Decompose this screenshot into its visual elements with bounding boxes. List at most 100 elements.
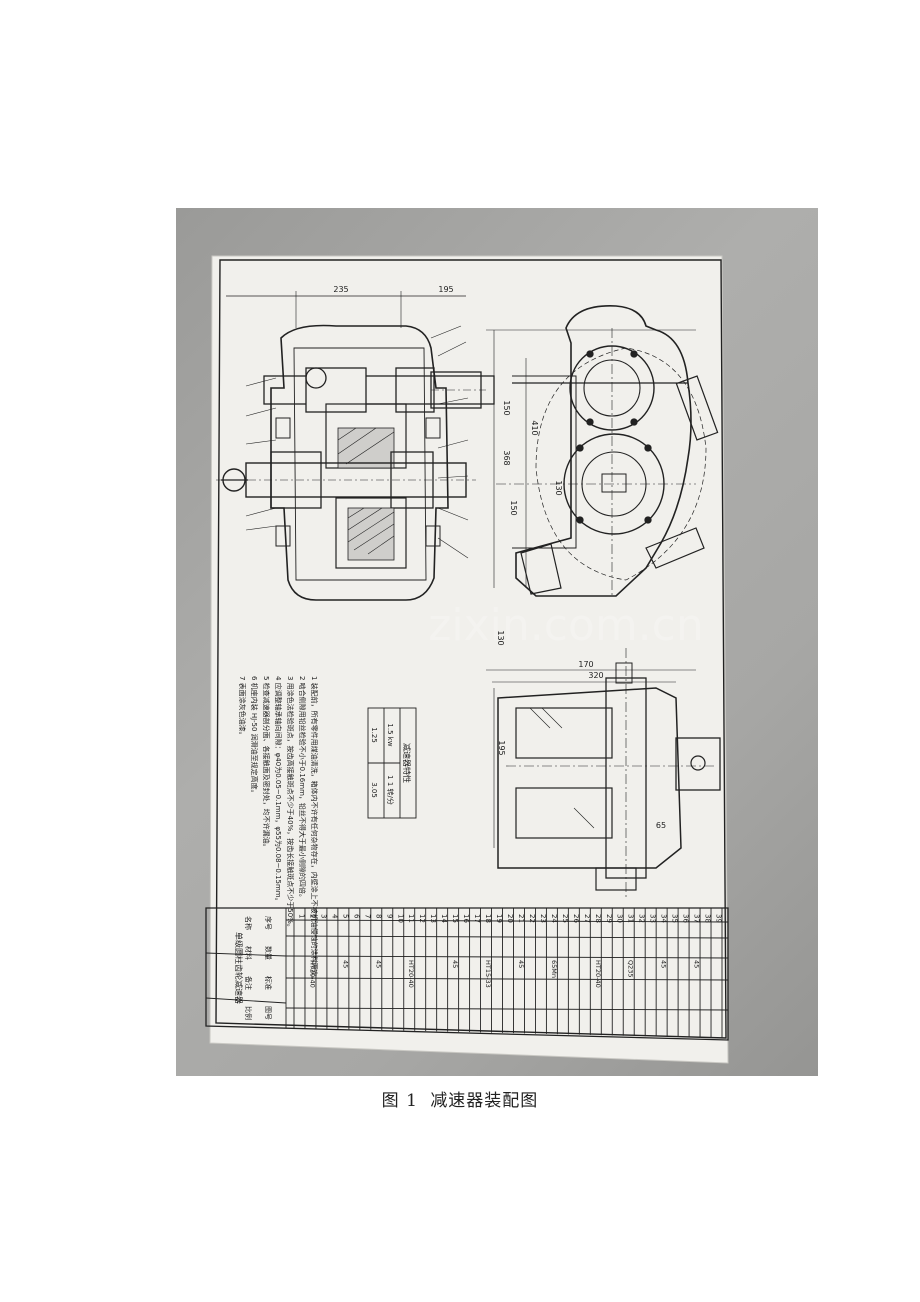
- part-number: 33: [649, 914, 657, 923]
- note-line: 6 机座内装 HJ-50 润滑油至规定高度。: [250, 676, 259, 797]
- part-number: 25: [561, 914, 569, 923]
- title-block-label: 序号: [264, 916, 273, 930]
- note-line: 5 检查减速器剖分面、各接触面及密封处，均不许漏油。: [262, 676, 271, 851]
- part-number: 24: [550, 914, 558, 923]
- part-material: HT15-33: [484, 960, 492, 988]
- part-number: 36: [682, 914, 690, 923]
- dimension-label: 195: [438, 285, 453, 294]
- dimension-label: 130: [496, 630, 505, 645]
- part-number: 37: [693, 914, 701, 923]
- part-number: 35: [671, 914, 679, 923]
- part-number: 39: [715, 914, 723, 923]
- part-number: 3: [319, 914, 327, 918]
- part-number: 34: [660, 914, 668, 923]
- parts-row-line: [285, 1007, 729, 1011]
- tech-table-cell: 1 1 转/分: [386, 775, 395, 805]
- note-line: 1 装配前，所有零件用煤油清洗，箱体内不许有任何杂物存在，内壁涂上不被机油侵蚀的…: [310, 676, 319, 984]
- note-line: 2 啮合侧隙用铅丝检验不小于0.16mm，铅丝不得大于最小侧隙的四倍。: [298, 676, 307, 901]
- caption-number: 图 1: [381, 1091, 418, 1111]
- tech-table-cell: 1.25: [370, 727, 378, 743]
- note-line: 4 应调整轴承轴向间隙：φ40为0.05~0.1mm，φ55为0.08~0.15…: [274, 676, 283, 905]
- part-number: 38: [704, 914, 712, 923]
- part-number: 17: [473, 914, 481, 923]
- part-number: 29: [605, 914, 613, 923]
- part-number: 26: [572, 914, 580, 923]
- title-block-label: 备注: [244, 976, 253, 990]
- part-material: 45: [693, 960, 701, 968]
- part-number: 7: [363, 914, 371, 918]
- dimension-label: 195: [497, 740, 506, 755]
- part-number: 18: [484, 914, 492, 923]
- part-number: 28: [594, 914, 602, 923]
- part-number: 22: [528, 914, 536, 923]
- part-number: 11: [407, 914, 415, 923]
- title-block-label: 标准: [264, 976, 273, 990]
- part-number: 30: [616, 914, 624, 923]
- figure-caption: 图 1 减速器装配图: [0, 1086, 920, 1111]
- side-view: [486, 648, 721, 898]
- part-number: 14: [440, 914, 448, 923]
- part-material: Q235: [627, 960, 635, 978]
- parts-row-lines: [285, 919, 729, 1011]
- drawing-border: [215, 259, 727, 1039]
- part-material: 45: [660, 960, 668, 968]
- part-number: 16: [462, 914, 470, 923]
- part-number: 27: [583, 914, 591, 923]
- title-block-label: 图号: [264, 1006, 272, 1020]
- dimension-label: 320: [588, 671, 603, 680]
- part-number: 5: [341, 914, 349, 918]
- technical-notes: 1 装配前，所有零件用煤油清洗，箱体内不许有任何杂物存在，内壁涂上不被机油侵蚀的…: [238, 676, 319, 984]
- part-number: 19: [495, 914, 503, 923]
- note-line: 7 表面涂灰色油漆。: [238, 676, 247, 739]
- part-material: 65Mn: [550, 960, 558, 978]
- parts-grid: [293, 908, 723, 1038]
- tech-table-cell: 3.05: [370, 782, 378, 798]
- dimension-label: 170: [578, 660, 593, 669]
- title-block-label: 比例: [244, 1006, 253, 1020]
- dimension-label: 150: [502, 400, 511, 415]
- part-material: 45: [517, 960, 525, 968]
- part-number: 23: [539, 914, 547, 923]
- part-number: 9: [385, 914, 393, 918]
- tech-table-cell: 1.5 kw: [386, 723, 394, 746]
- parts-row-line: [285, 919, 729, 923]
- note-line: 3 用涂色法检验斑点，按齿高接触斑点不少于40%，按齿长接触斑点不少于50%。: [286, 676, 295, 931]
- part-number: 6: [352, 914, 360, 919]
- part-number: 2: [308, 914, 316, 918]
- reducer-assembly-drawing: 减速器特性 1.5 kw 1 1 转/分 1.25 3.05 1 装配前，所有零…: [205, 255, 729, 1064]
- dimension-labels: 235 195 170 320 130 195 65 150 368 150 410 130: [333, 285, 666, 830]
- caption-text: 减速器装配图: [430, 1091, 539, 1111]
- front-view: [486, 305, 719, 598]
- part-number: 31: [627, 914, 635, 923]
- part-material: 45: [451, 960, 459, 968]
- dimension-label: 235: [333, 285, 348, 294]
- part-number: 8: [374, 914, 382, 918]
- part-material: HT20-40: [407, 960, 415, 988]
- tech-characteristics-table: 减速器特性 1.5 kw 1 1 转/分 1.25 3.05: [367, 707, 417, 819]
- parts-row-line: [285, 977, 729, 981]
- part-material: 45: [341, 960, 349, 968]
- part-number: 4: [330, 914, 338, 919]
- dimension-label: 150: [509, 500, 518, 515]
- part-material: HT20-40: [594, 960, 602, 988]
- part-material: HT20-40: [308, 960, 316, 988]
- paper-sheet: [209, 255, 729, 1064]
- title-block-label: 材料: [244, 946, 253, 960]
- watermark: zixin.com.cn: [428, 600, 704, 651]
- part-number: 21: [517, 914, 525, 923]
- dimension-label: 130: [554, 480, 563, 495]
- dimension-label: 410: [530, 420, 539, 435]
- dimension-label: 368: [502, 450, 511, 465]
- assembly-drawing-photo: 减速器特性 1.5 kw 1 1 转/分 1.25 3.05 1 装配前，所有零…: [176, 208, 818, 1076]
- parts-row-line: [285, 955, 729, 959]
- part-number: 1: [297, 914, 305, 918]
- part-number: 20: [506, 914, 514, 923]
- tech-table-title: 减速器特性: [402, 743, 412, 783]
- part-number: 13: [429, 914, 437, 923]
- dimension-label: 65: [656, 821, 666, 830]
- parts-row-line: [285, 935, 729, 939]
- part-number: 15: [451, 914, 459, 923]
- part-number: 12: [418, 914, 426, 923]
